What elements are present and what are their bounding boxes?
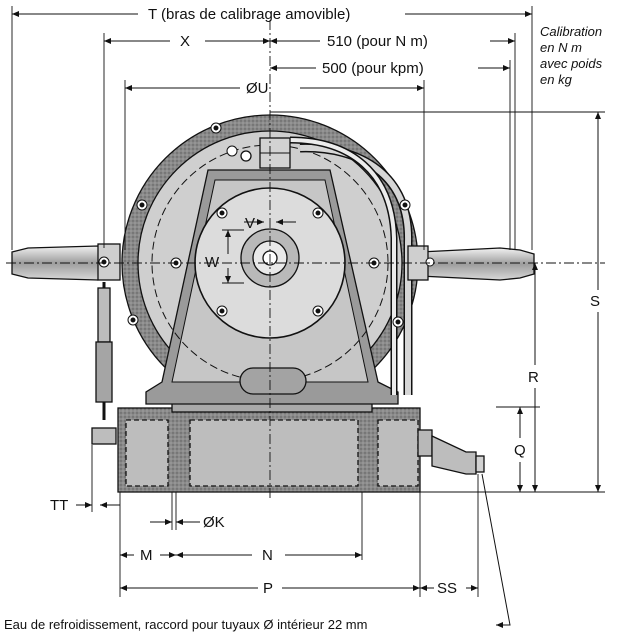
label-V: V [245, 215, 255, 232]
dimension-labels: T (bras de calibrage amovible) X 510 (po… [50, 6, 600, 597]
label-SS: SS [437, 580, 457, 597]
vent-screw [240, 150, 252, 162]
label-500: 500 (pour kpm) [322, 60, 424, 77]
calibration-note: Calibration en N m avec poids en kg [540, 24, 603, 87]
label-P: P [263, 580, 273, 597]
machine-body [11, 114, 535, 493]
coolant-pipe-fill [299, 144, 412, 395]
drain-plug [239, 367, 307, 395]
label-TT: TT [50, 497, 68, 514]
label-U: ØU [246, 80, 269, 97]
label-M: M [140, 547, 153, 564]
label-T: T (bras de calibrage amovible) [148, 6, 350, 23]
label-K: ØK [203, 514, 225, 531]
label-S: S [590, 293, 600, 310]
calibration-note-line-2: en N m [540, 40, 582, 55]
left-anchor [91, 427, 117, 445]
label-510: 510 (pour N m) [327, 33, 428, 50]
label-R: R [528, 369, 539, 386]
base-foot-left [125, 419, 169, 487]
dimension-arrows [12, 11, 601, 628]
turnbuckle-upper [97, 287, 111, 343]
label-Q: Q [514, 442, 526, 459]
calibration-note-line-1: Calibration [540, 24, 602, 39]
turnbuckle-lower [95, 341, 113, 403]
calibration-note-line-3: avec poids [540, 56, 603, 71]
right-calibration-arm [419, 247, 535, 281]
water-connector-block [417, 429, 433, 457]
base-center-recess [189, 419, 359, 487]
water-connector-nipple [431, 434, 477, 475]
extension-lines [11, 6, 605, 597]
base-foot-right [377, 419, 419, 487]
center-lines [6, 20, 605, 498]
calibration-note-line-4: en kg [540, 72, 573, 87]
stator-bolts [98, 122, 435, 328]
cooling-water-footnote: Eau de refroidissement, raccord pour tuy… [4, 617, 367, 632]
label-X: X [180, 33, 190, 50]
label-N: N [262, 547, 273, 564]
label-W: W [205, 254, 220, 271]
